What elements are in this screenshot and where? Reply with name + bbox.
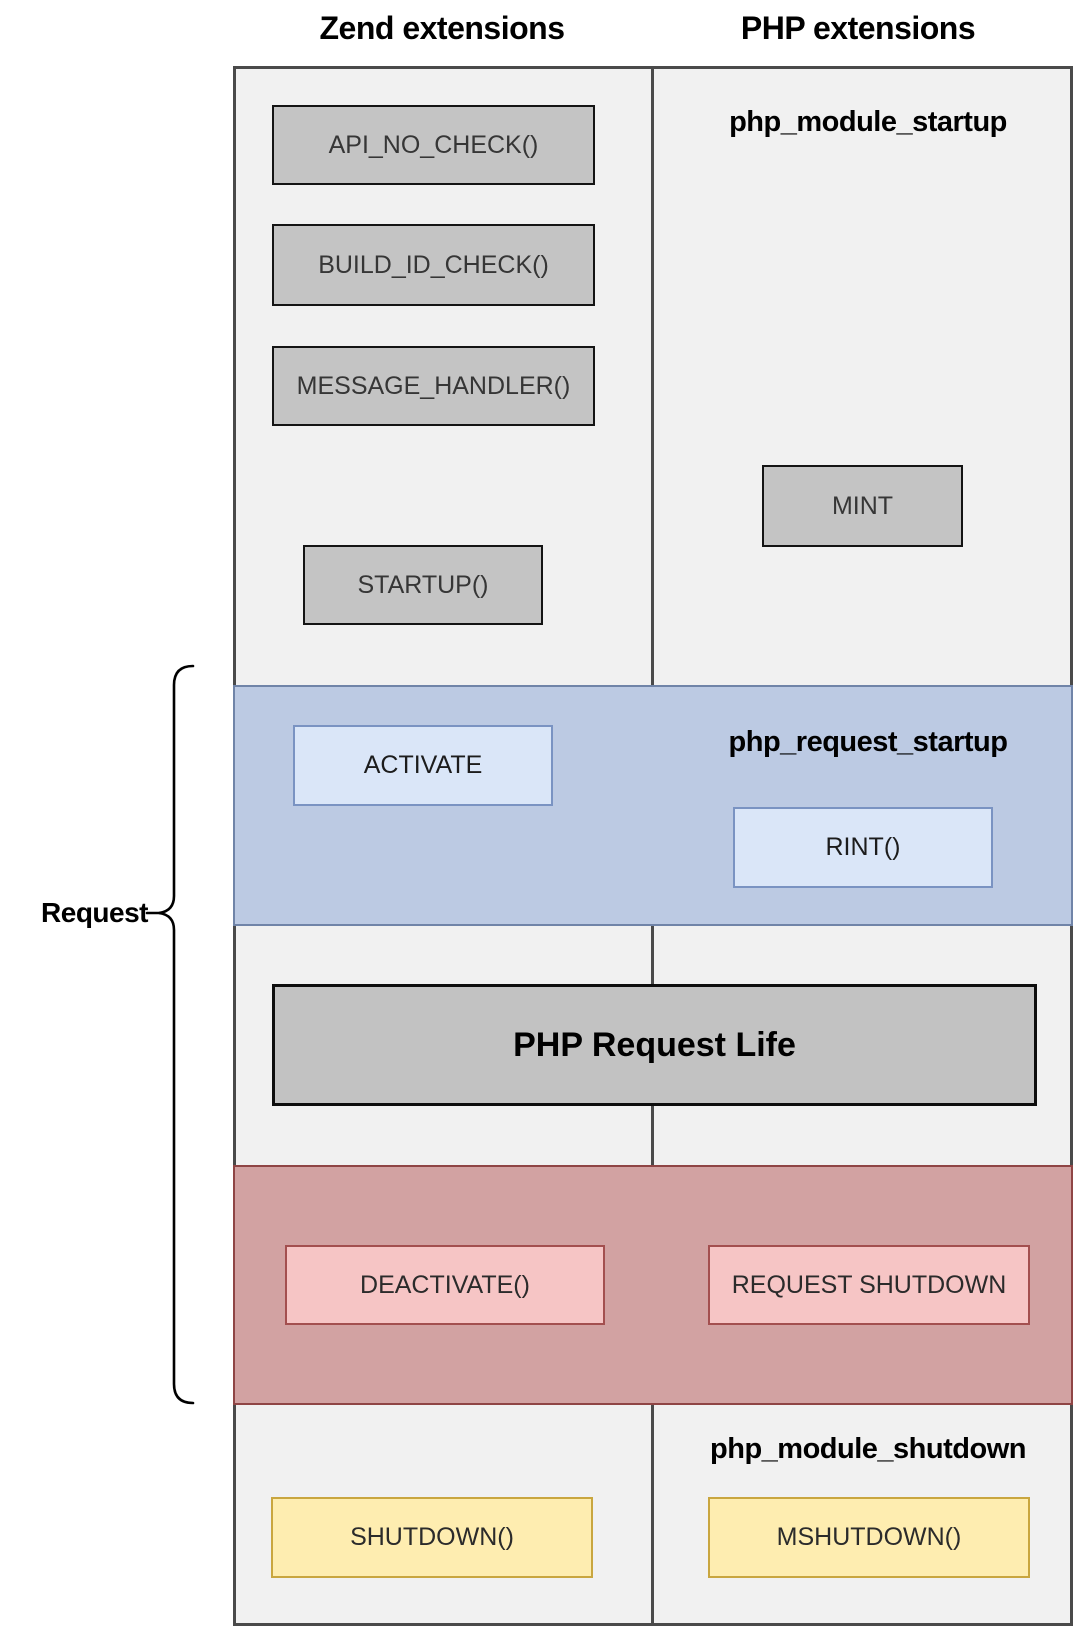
label-php-module-shutdown: php_module_shutdown <box>710 1433 1026 1465</box>
box-message-handler: MESSAGE_HANDLER() <box>272 346 595 426</box>
label-php-request-startup: php_request_startup <box>728 726 1008 758</box>
column-divider-bottom <box>651 1403 654 1626</box>
box-mshutdown: MSHUTDOWN() <box>708 1497 1030 1578</box>
header-zend-extensions: Zend extensions <box>319 10 566 46</box>
box-deactivate: DEACTIVATE() <box>285 1245 605 1325</box>
request-label: Request <box>41 897 148 928</box>
box-mint: MINT <box>762 465 963 547</box>
box-startup: STARTUP() <box>303 545 543 625</box>
column-divider-mid-lower <box>651 1104 654 1167</box>
box-activate: ACTIVATE <box>293 725 553 806</box>
box-rint: RINT() <box>733 807 993 888</box>
header-php-extensions: PHP extensions <box>740 10 976 46</box>
box-request-shutdown: REQUEST SHUTDOWN <box>708 1245 1030 1325</box>
box-php-request-life: PHP Request Life <box>272 984 1037 1106</box>
request-brace <box>145 664 195 1405</box>
box-api-no-check: API_NO_CHECK() <box>272 105 595 185</box>
box-shutdown: SHUTDOWN() <box>271 1497 593 1578</box>
column-divider-mid-upper <box>651 926 654 986</box>
column-divider-top <box>651 66 654 687</box>
label-php-module-startup: php_module_startup <box>729 106 1007 138</box>
box-build-id-check: BUILD_ID_CHECK() <box>272 224 595 306</box>
